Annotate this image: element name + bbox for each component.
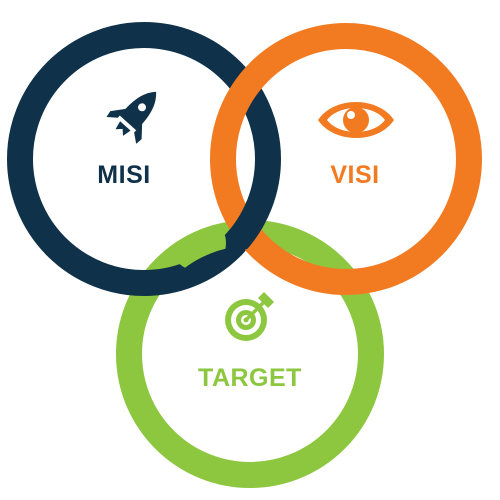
visi-label: VISI bbox=[330, 161, 379, 189]
target-icon bbox=[225, 292, 274, 341]
misi-ring bbox=[7, 22, 281, 296]
eye-icon bbox=[318, 102, 394, 138]
misi-label: MISI bbox=[97, 161, 150, 189]
visi-ring bbox=[210, 23, 482, 295]
target-label: TARGET bbox=[198, 364, 302, 392]
rocket-icon bbox=[106, 91, 157, 144]
